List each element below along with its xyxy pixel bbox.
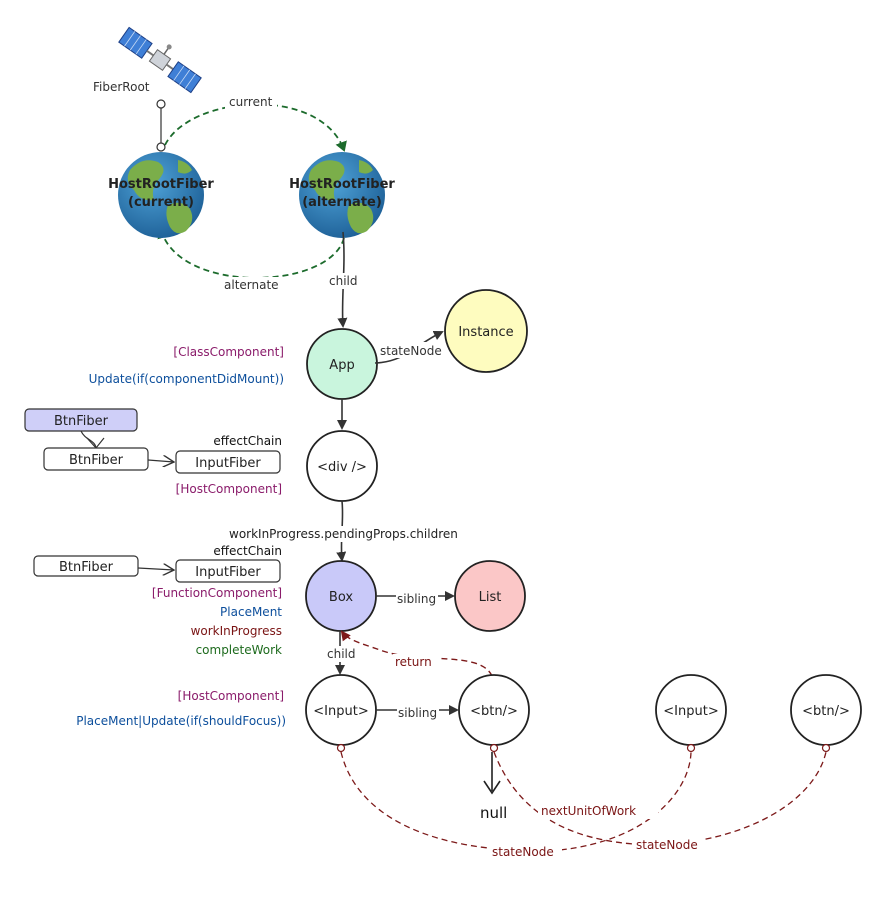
placement-update-flag: PlaceMent|Update(if(shouldFocus)) (76, 714, 286, 728)
earth-icon (118, 152, 204, 238)
satellite-icon (118, 26, 202, 94)
inputfiber-effect-low-label: InputFiber (195, 565, 261, 580)
wip-pending-props-label: workInProgress.pendingProps.children (229, 527, 458, 541)
alternate-edge-label: alternate (224, 278, 279, 292)
class-component-tag: [ClassComponent] (173, 345, 284, 359)
inputfiber-effect-box-mid (175, 450, 281, 474)
inputfiber-effect-box-low (175, 559, 281, 583)
host-root-fiber-current-title: HostRootFiber (108, 177, 214, 192)
effect-chain-label-2: effectChain (213, 544, 282, 558)
list-fiber-label: List (479, 590, 502, 605)
host-root-fiber-current-subtitle: (current) (128, 195, 194, 210)
btnfiber-effect-mid-label: BtnFiber (69, 453, 124, 468)
alternate-edge (157, 228, 345, 279)
next-unit-of-work-label: nextUnitOfWork (541, 804, 636, 818)
app-fiber-label: App (329, 358, 354, 373)
instance-label: Instance (458, 325, 513, 340)
inputfiber-effect-mid-label: InputFiber (195, 456, 261, 471)
return-edge-label: return (395, 655, 432, 669)
earth-icon (299, 152, 385, 238)
input-fiber-label: <Input> (313, 704, 368, 719)
btnfiber-effect-top-label: BtnFiber (54, 414, 109, 429)
div-fiber-label: <div /> (317, 460, 367, 475)
function-component-tag: [FunctionComponent] (152, 586, 282, 600)
btnfiber-effect-box-mid (43, 447, 149, 471)
instance-node[interactable] (444, 289, 528, 373)
fiber-root-port (156, 99, 166, 109)
sibling-edge-label-2: sibling (398, 706, 437, 720)
state-node-edge-input (340, 751, 692, 852)
null-label: null (480, 804, 507, 822)
btn-dom-label: <btn/> (802, 704, 850, 719)
work-in-progress-label: workInProgress (191, 624, 282, 638)
fiber-root-label: FiberRoot (93, 80, 150, 94)
btn-fiber-label: <btn/> (470, 704, 518, 719)
current-edge-label: current (229, 95, 273, 109)
state-node-edge-label: stateNode (380, 344, 442, 358)
input-dom-label: <Input> (663, 704, 718, 719)
state-node-edge-btn (493, 751, 827, 846)
btnfiber-effect-low-label: BtnFiber (59, 560, 114, 575)
complete-work-label: completeWork (196, 643, 282, 657)
btnfiber-effect-box-low (33, 555, 139, 577)
child-edge-label: child (329, 274, 358, 288)
child-edge-label-2: child (327, 647, 356, 661)
placement-flag: PlaceMent (220, 605, 282, 619)
sibling-edge-label-1: sibling (397, 592, 436, 606)
host-component-div-tag: [HostComponent] (176, 482, 282, 496)
list-fiber-node[interactable] (454, 560, 526, 632)
effect-chain-label-1: effectChain (213, 434, 282, 448)
fiber-root-port-bottom (156, 142, 166, 152)
state-node-bottom-label-2: stateNode (636, 838, 698, 852)
app-update-flag: Update(if(componentDidMount)) (89, 372, 284, 386)
box-fiber-label: Box (329, 590, 353, 605)
host-root-fiber-alternate-subtitle: (alternate) (302, 195, 382, 210)
current-edge (164, 103, 347, 152)
host-root-fiber-alternate-title: HostRootFiber (289, 177, 395, 192)
host-component-input-tag: [HostComponent] (178, 689, 284, 703)
return-edge (340, 630, 493, 677)
state-node-bottom-label-1: stateNode (492, 845, 554, 859)
